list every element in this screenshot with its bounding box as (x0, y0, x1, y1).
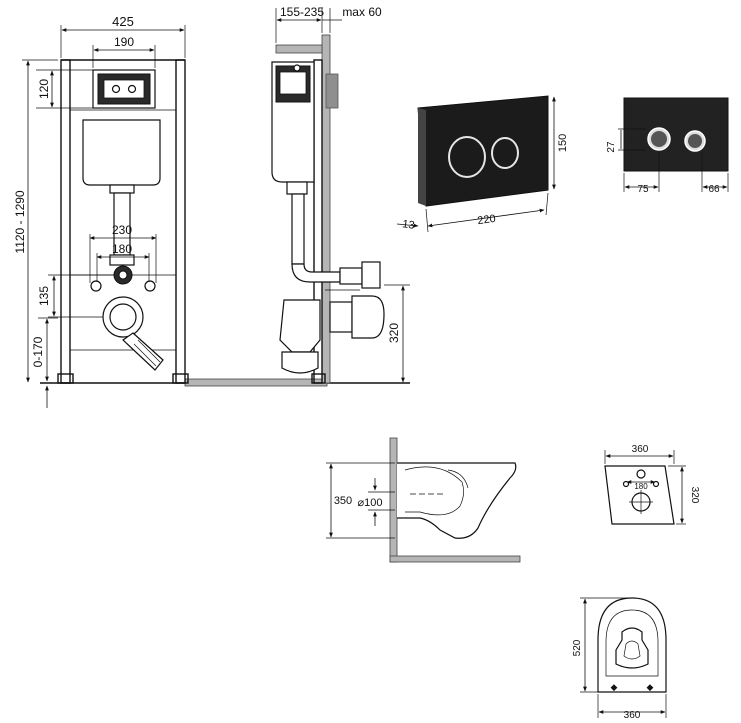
fixing-stud (144, 280, 156, 292)
dim-drain-center-label: 320 (387, 323, 401, 343)
frame-left-post (60, 59, 71, 384)
bowl-inner (404, 466, 464, 516)
side-pipe-bend (291, 263, 341, 283)
frame-foot (57, 373, 74, 384)
dim-bowl-length-label: 520 (572, 639, 583, 656)
flush-plate-front: 27 75 66 (606, 97, 729, 195)
dim-inlet-spacing-1-label: 230 (112, 223, 132, 237)
dim-total-height-label: 1120 - 1290 (13, 190, 27, 253)
side-flush-plate (325, 73, 339, 109)
dim-leg-adjustment-label: 0-170 (31, 336, 45, 367)
dim-plate-thickness-label: 13 (402, 218, 416, 232)
side-mechanism-screw (293, 64, 301, 72)
flush-valve (127, 84, 137, 94)
bowl-top-fixing-mark: ◆ (611, 682, 618, 692)
bowl-top-rim (605, 609, 659, 677)
dim-frame-width-label: 425 (112, 14, 134, 29)
bowl-back-view: 360 180 320 (604, 444, 700, 525)
floor-hatch (184, 378, 328, 387)
pipe-collar (109, 254, 135, 266)
front-view: 425 190 120 1120 - 1290 230 180 135 (13, 14, 410, 408)
fixing-stud (90, 280, 102, 292)
bowl-top-outlet (623, 640, 641, 660)
bowl-rim (447, 469, 469, 489)
bowl-top-opening (615, 627, 649, 669)
side-drain-bottom (281, 351, 319, 374)
plate-front-body (623, 97, 729, 172)
flush-plate-perspective: 150 220 13 (396, 95, 569, 233)
dim-plate-height-label: 150 (557, 134, 569, 152)
wall-top-plate (275, 44, 323, 54)
flush-mechanism-window (103, 79, 145, 99)
bowl-wall (389, 437, 398, 563)
dim-bowl-height-label: 350 (334, 495, 352, 507)
ext-line (545, 192, 549, 216)
side-inlet-connector (339, 267, 363, 285)
pipe-collar (109, 184, 135, 194)
side-drain-body (279, 299, 321, 353)
drain-hatch (137, 339, 161, 363)
side-flush-pipe (291, 193, 305, 265)
drain-inner (109, 303, 137, 331)
side-frame-foot (311, 373, 326, 384)
bowl-floor (389, 555, 521, 563)
plate-front-button-large-inner (651, 131, 667, 147)
frame-right-post (175, 59, 186, 384)
side-drain-connector (329, 301, 353, 333)
dim-button-offset-label: 27 (606, 141, 617, 153)
cistern (82, 119, 161, 186)
dim-bowl-top-width-label: 360 (624, 710, 641, 721)
side-drain-outlet (351, 295, 385, 339)
dim-bolt-spacing-label: 180 (634, 482, 648, 491)
dim-bowl-back-width-label: 360 (632, 444, 649, 455)
side-view: 155-235 max 60 320 (271, 5, 410, 384)
side-mechanism-window (279, 71, 307, 95)
bowl-outer (397, 462, 517, 539)
bowl-back-inlet (636, 469, 646, 479)
dim-outlet-diameter-label: ⌀100 (358, 497, 383, 509)
drain-hatch (133, 343, 157, 367)
plate-front-button-small-inner (688, 134, 702, 148)
frame-foot (172, 373, 189, 384)
flush-outlet-inner (118, 270, 128, 280)
dim-drain-height-label: 135 (37, 286, 51, 306)
flush-button-small (491, 137, 519, 169)
flush-valve (111, 84, 121, 94)
flush-plate-body (417, 95, 549, 207)
bowl-top-fixing-mark: ◆ (647, 682, 654, 692)
flush-button-large (448, 136, 486, 178)
dim-inlet-spacing-2-label: 180 (112, 242, 132, 256)
flush-plate-edge (418, 108, 426, 206)
dim-depth-label: 155-235 (280, 5, 324, 19)
dim-max-depth-label: max 60 (342, 5, 382, 19)
side-inlet-nut (361, 261, 381, 289)
dim-plate-width-persp (427, 208, 545, 228)
dim-top-height-label: 120 (37, 79, 51, 99)
bowl-side-section: 350 ⌀100 (326, 437, 521, 563)
dim-plate-width-persp-label: 220 (477, 213, 497, 227)
bowl-top-view: ◆ ◆ 520 360 (572, 597, 667, 721)
dim-bowl-back-depth-label: 320 (689, 487, 700, 504)
dim-left-button-label: 75 (637, 184, 649, 195)
dim-plate-thickness (396, 223, 419, 228)
ext-line (425, 208, 429, 233)
dim-plate-width-label: 190 (114, 35, 134, 49)
side-pipe-collar (286, 181, 308, 195)
dim-right-button-label: 66 (708, 184, 720, 195)
drain-elbow (122, 332, 164, 371)
